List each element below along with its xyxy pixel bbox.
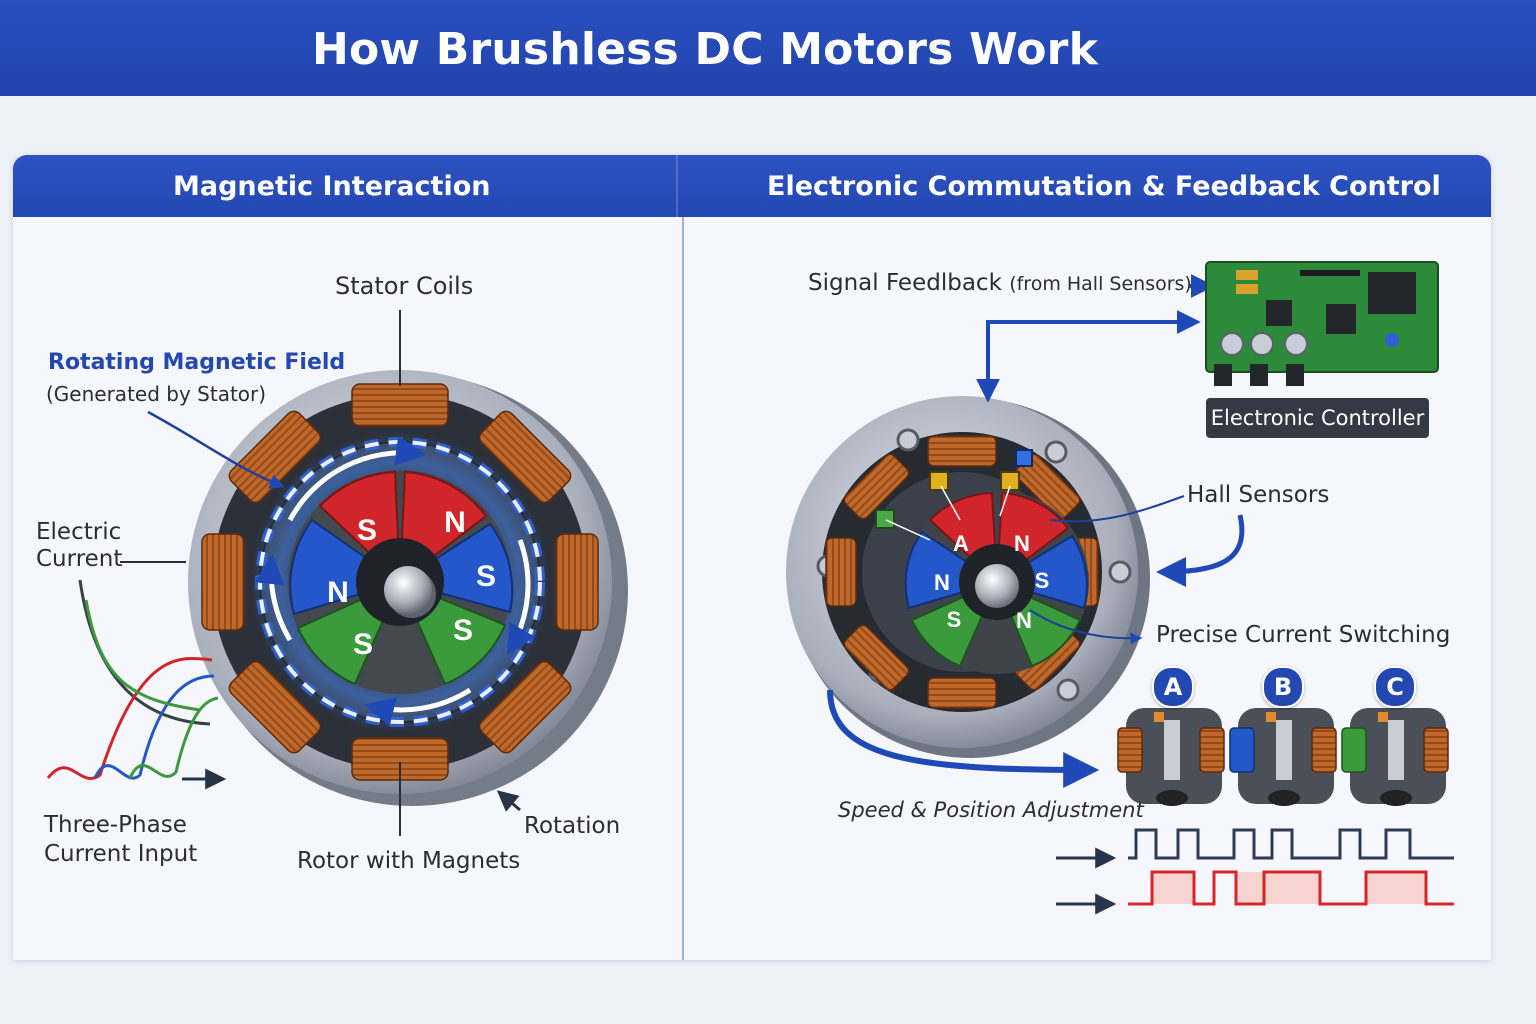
feedback-arrow <box>986 310 1201 396</box>
electric-current-label-line1: Electric <box>36 519 122 545</box>
phase-wire-red <box>46 656 213 780</box>
magnet-south <box>397 522 514 614</box>
field-arrow <box>506 539 536 656</box>
signal-feedback-subtext: (from Hall Sensors) <box>1009 273 1192 295</box>
phase-badge-c: C <box>1374 666 1416 708</box>
stator-coils <box>825 435 1099 709</box>
pole-labels: S N N S S S <box>327 506 496 661</box>
controller-board <box>1205 261 1439 386</box>
rotor-shaft <box>384 566 432 614</box>
stator-coils-label: Stator Coils <box>335 272 474 300</box>
rotation-label: Rotation <box>524 813 621 839</box>
page-title: How Brushless DC Motors Work <box>311 24 1099 75</box>
electronic-controller-badge: Electronic Controller <box>1206 398 1429 438</box>
pole-label: A <box>953 531 969 556</box>
stator-coils <box>201 383 599 781</box>
left-motor: S N N S S S <box>46 310 628 836</box>
pole-label: N <box>934 570 950 595</box>
electric-current-label-line2: Current <box>36 546 123 572</box>
current-switching-label: Precise Current Switching <box>1156 622 1451 648</box>
hall-sensor <box>1000 471 1020 491</box>
hall-sensor <box>875 509 895 529</box>
signal-feedback-label: Signal Feedlback (from Hall Sensors) <box>808 270 1192 296</box>
pole-label: S <box>1035 568 1050 593</box>
stator-coil <box>927 435 997 467</box>
three-phase-label-line2: Current Input <box>44 841 198 867</box>
stator-coil <box>843 453 910 520</box>
hall-sensor <box>1015 449 1033 467</box>
right-panel-title: Electronic Commutation & Feedback Contro… <box>767 171 1441 202</box>
field-leader <box>147 410 285 489</box>
capacitor <box>1250 332 1274 356</box>
signal-wave-top <box>1128 828 1454 860</box>
hall-sensor <box>929 471 949 491</box>
field-arrow <box>364 687 472 727</box>
chip <box>1368 272 1416 314</box>
hall-sensor-leader <box>1049 495 1185 523</box>
adjustment-arrow <box>827 689 1100 788</box>
rotor-shaft <box>975 564 1019 608</box>
signal-feedback-text: Signal Feedlback <box>808 270 1002 296</box>
pole-label: S <box>357 514 377 547</box>
left-panel-title: Magnetic Interaction <box>173 171 491 202</box>
phase-unit-c <box>1341 708 1449 806</box>
pole-label: N <box>1014 531 1030 556</box>
stator-coil <box>555 533 599 631</box>
signal-wave-bottom <box>1128 870 1454 906</box>
rotating-field-label: Rotating Magnetic Field <box>48 350 346 375</box>
stator-coil <box>478 410 572 504</box>
title-banner: How Brushless DC Motors Work <box>0 0 1536 96</box>
pole-label: S <box>476 560 496 593</box>
switching-signals <box>1056 828 1454 915</box>
field-arrow <box>254 554 293 642</box>
phase-wire-blue <box>93 674 215 780</box>
pole-label: N <box>444 506 466 539</box>
stator-coil <box>478 660 572 754</box>
panel-header: Magnetic Interaction Electronic Commutat… <box>13 155 1491 217</box>
hall-sensors <box>875 449 1033 529</box>
hall-sensors-label: Hall Sensors <box>1187 482 1330 508</box>
pole-label: S <box>947 607 962 632</box>
panel-divider <box>682 217 684 960</box>
magnet-south <box>994 534 1088 610</box>
phase-unit-b <box>1229 708 1337 806</box>
pole-label: S <box>453 614 473 647</box>
adjustment-label: Speed & Position Adjustment <box>838 798 1144 822</box>
field-arrow <box>287 435 426 522</box>
magnet-north <box>289 518 403 616</box>
three-phase-label-line1: Three-Phase <box>44 812 187 838</box>
stator-coil <box>228 410 322 504</box>
capacitor <box>1220 332 1244 356</box>
rotating-field-sublabel: (Generated by Stator) <box>46 382 267 406</box>
rotor <box>288 470 514 694</box>
rotation-arrow <box>496 790 521 812</box>
rotor <box>904 490 1089 674</box>
header-divider <box>676 155 678 217</box>
phase-units <box>1117 708 1449 806</box>
pole-label: N <box>1016 608 1032 633</box>
stator-coil <box>351 383 449 427</box>
phase-badge-a: A <box>1152 666 1194 708</box>
phase-badge-b: B <box>1262 666 1304 708</box>
stator-coil <box>843 624 910 691</box>
phase-wire-green <box>128 696 219 779</box>
stator-coil <box>228 660 322 754</box>
pole-label: S <box>353 628 373 661</box>
phase-unit-a <box>1117 708 1225 806</box>
capacitor <box>1284 332 1308 356</box>
stator-coil <box>927 677 997 709</box>
hall-return-arrow <box>1156 514 1245 587</box>
three-phase-wires <box>46 579 219 780</box>
rotor-label: Rotor with Magnets <box>297 848 521 874</box>
right-motor: A N N S S N <box>786 261 1454 915</box>
stator-coil <box>201 533 245 631</box>
switching-leader <box>1029 609 1143 645</box>
chip <box>1326 304 1356 334</box>
pole-labels: A N N S S N <box>934 531 1049 633</box>
stator-coil <box>825 537 857 607</box>
chip <box>1266 300 1292 326</box>
pole-label: N <box>327 576 349 609</box>
